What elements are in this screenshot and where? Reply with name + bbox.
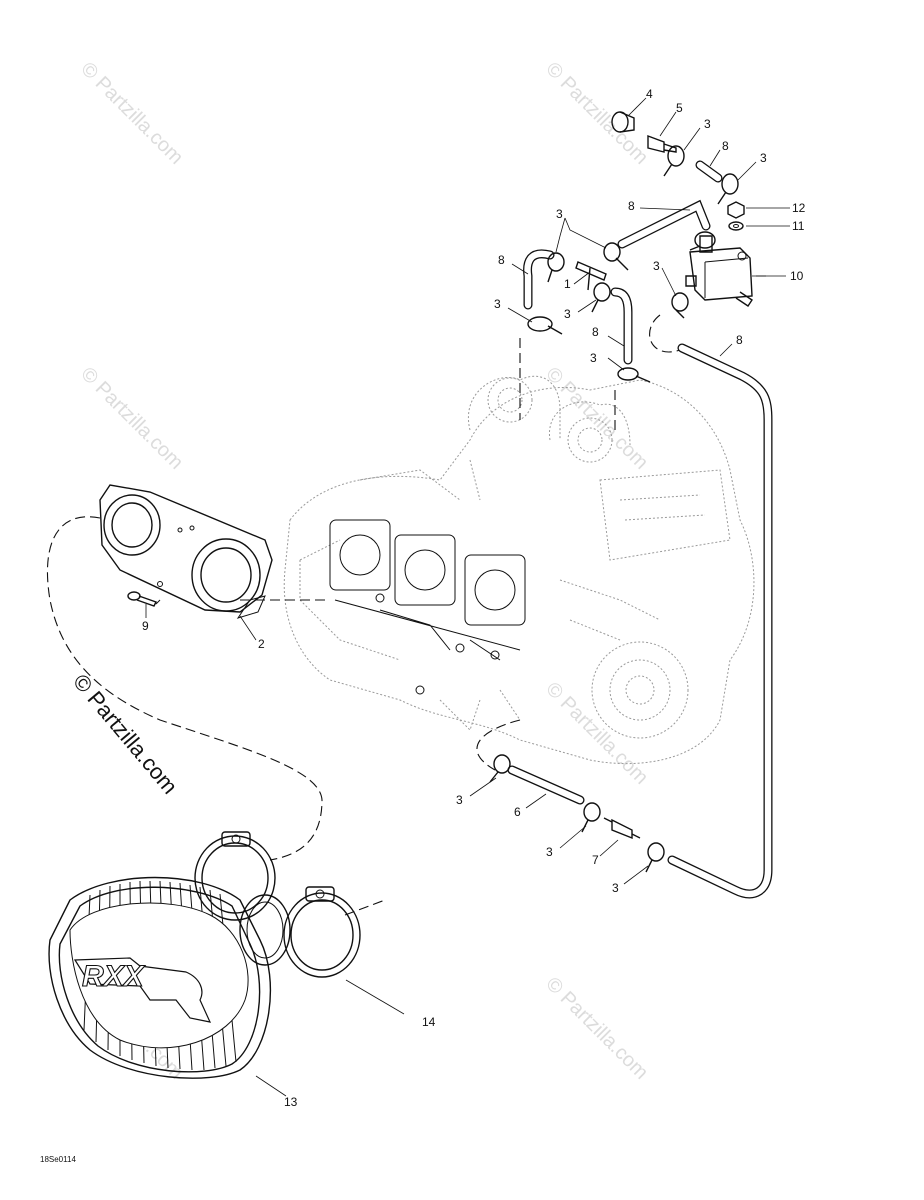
fitting-part-5: [647, 134, 677, 153]
fitting-part-1: [575, 261, 607, 291]
clip: [581, 802, 601, 833]
callout-3: 3: [564, 307, 571, 321]
callout-3: 3: [590, 351, 597, 365]
watermark: © Partzilla.com: [541, 973, 652, 1084]
screw-part-9: [127, 591, 161, 607]
clip: [671, 292, 689, 319]
callout-labels: 1 2 3 3 3 3 3 3 3 3 3 3 4 5 6 7 8 8 8 8 …: [142, 87, 806, 1109]
watermark: © Partzilla.com: [76, 363, 187, 474]
clip: [617, 367, 651, 383]
cap-part-4: [611, 111, 635, 133]
clip: [689, 231, 716, 251]
callout-8: 8: [628, 199, 635, 213]
drawing-code: 18Se0114: [40, 1155, 76, 1164]
clip: [527, 316, 563, 335]
assembly-lines: [46, 314, 681, 916]
vent-hoses: [507, 160, 773, 899]
filter-logo: RXX: [82, 960, 146, 993]
watermark: © Partzilla.com: [541, 363, 652, 474]
callout-5: 5: [676, 101, 683, 115]
throttle-bodies: [329, 519, 526, 695]
valve-part-10: [685, 235, 753, 307]
clip: [663, 145, 685, 177]
callout-3: 3: [456, 793, 463, 807]
callout-7: 7: [592, 853, 599, 867]
adapter-plate-part-2: [99, 484, 273, 619]
callout-3: 3: [556, 207, 563, 221]
callout-8: 8: [498, 253, 505, 267]
clip: [591, 282, 611, 313]
callout-14: 14: [422, 1015, 436, 1029]
callout-3: 3: [653, 259, 660, 273]
callout-8: 8: [722, 139, 729, 153]
callout-1: 1: [564, 277, 571, 291]
callout-3: 3: [612, 881, 619, 895]
watermark: © Partzilla.com: [76, 58, 187, 169]
callout-10: 10: [790, 269, 804, 283]
nut-part-12: [727, 201, 745, 219]
callout-3: 3: [704, 117, 711, 131]
callout-6: 6: [514, 805, 521, 819]
callout-3: 3: [546, 845, 553, 859]
clip: [603, 242, 629, 271]
callout-4: 4: [646, 87, 653, 101]
callout-11: 11: [792, 219, 805, 233]
callout-13: 13: [284, 1095, 298, 1109]
clips-part-3: [489, 145, 739, 873]
callout-9: 9: [142, 619, 149, 633]
callout-3: 3: [494, 297, 501, 311]
watermark-large: © Partzilla.com: [68, 669, 182, 799]
callout-3: 3: [760, 151, 767, 165]
callout-8: 8: [736, 333, 743, 347]
clamp-part-14-lower: [283, 886, 361, 978]
clip: [489, 754, 511, 783]
air-filter-part-13: RXX: [48, 876, 291, 1079]
fitting-part-7: [603, 817, 641, 840]
watermark: © Partzilla.com: [541, 678, 652, 789]
leader-lines: [145, 97, 790, 1097]
clip: [645, 842, 665, 873]
clip: [717, 173, 739, 205]
engine-phantom: [283, 375, 755, 765]
clip: [547, 252, 565, 283]
washer-part-11: [728, 221, 744, 231]
callout-8: 8: [592, 325, 599, 339]
clamp-part-14-upper: [194, 831, 276, 921]
callout-12: 12: [792, 201, 806, 215]
callout-2: 2: [258, 637, 265, 651]
watermark: © Partzilla.com: [541, 58, 652, 169]
